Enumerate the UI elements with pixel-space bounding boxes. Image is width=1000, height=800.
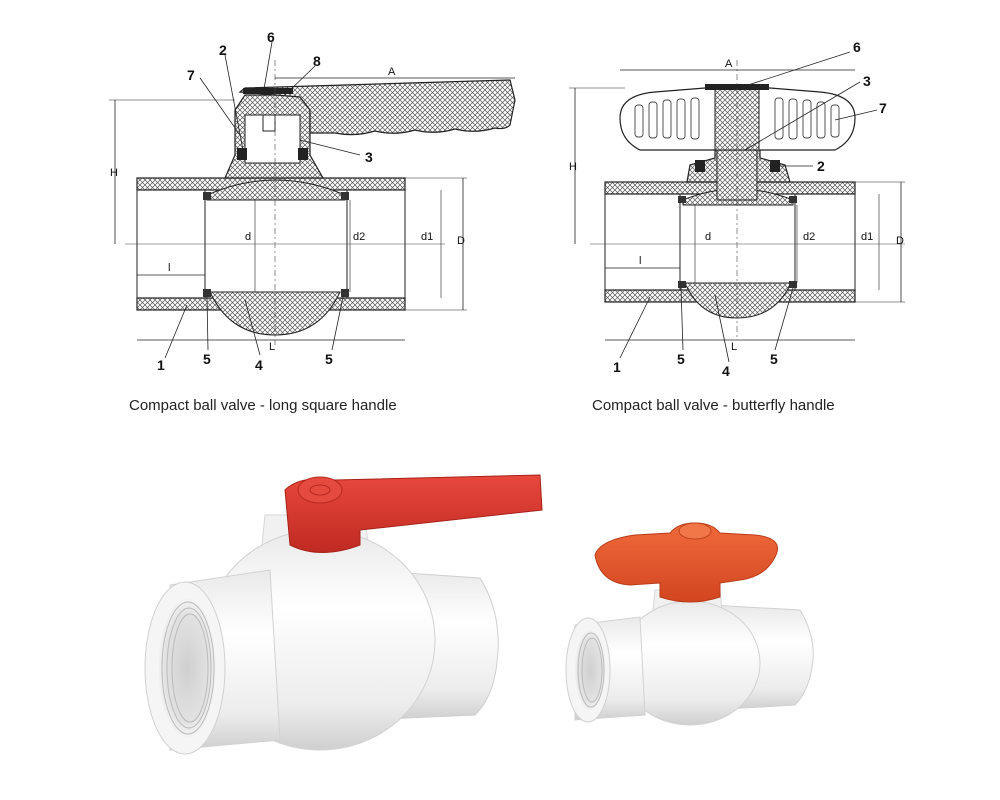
part-label-3: 3	[863, 73, 871, 89]
dim-label-d1: d1	[421, 231, 433, 243]
dim-label-d2: d2	[803, 231, 815, 243]
part-label-7: 7	[879, 100, 887, 116]
dim-label-l: l	[639, 255, 641, 267]
dim-label-H: H	[110, 167, 118, 179]
part-label-3: 3	[365, 149, 373, 165]
part-label-2: 2	[817, 158, 825, 174]
dim-label-D: D	[896, 235, 904, 247]
part-label-6: 6	[853, 39, 861, 55]
part-label-8: 8	[313, 53, 321, 69]
long-handle-valve-drawing: 2 6 8 7 3 1 5 4 5 A H d d2 d1 D l L	[109, 29, 516, 373]
dim-label-A: A	[725, 58, 733, 70]
dim-label-A: A	[388, 66, 396, 78]
part-label-4: 4	[255, 357, 263, 373]
part-label-5-right: 5	[325, 351, 333, 367]
butterfly-handle-valve-photo	[565, 522, 814, 726]
butterfly-handle[interactable]	[594, 522, 778, 603]
part-label-7: 7	[187, 67, 195, 83]
dim-label-H: H	[569, 161, 577, 173]
handle-cap	[297, 476, 343, 504]
part-label-5-left: 5	[677, 351, 685, 367]
dim-label-l: l	[168, 262, 170, 274]
dim-label-d2: d2	[353, 231, 365, 243]
dim-label-d: d	[705, 231, 711, 243]
dim-label-d1: d1	[861, 231, 873, 243]
long-handle-outline	[238, 79, 516, 136]
butterfly-handle-valve-drawing: 6 3 7 2 1 5 4 5 A H d d2 d1 D l L	[569, 39, 905, 379]
caption-butterfly-handle: Compact ball valve - butterfly handle	[592, 397, 835, 414]
part-label-6: 6	[267, 29, 275, 45]
dim-label-D: D	[457, 235, 465, 247]
part-label-4: 4	[722, 363, 730, 379]
ball-bottom	[684, 282, 792, 319]
part-label-5-right: 5	[770, 351, 778, 367]
caption-long-handle: Compact ball valve - long square handle	[129, 397, 397, 414]
long-handle-valve-photo	[144, 474, 543, 755]
dim-label-L: L	[731, 341, 737, 353]
part-label-2: 2	[219, 42, 227, 58]
dim-label-L: L	[269, 341, 275, 353]
dim-label-d: d	[245, 231, 251, 243]
handle-cap	[678, 522, 712, 540]
part-label-1: 1	[613, 359, 621, 375]
long-handle[interactable]	[284, 474, 543, 553]
part-label-5-left: 5	[203, 351, 211, 367]
part-label-1: 1	[157, 357, 165, 373]
